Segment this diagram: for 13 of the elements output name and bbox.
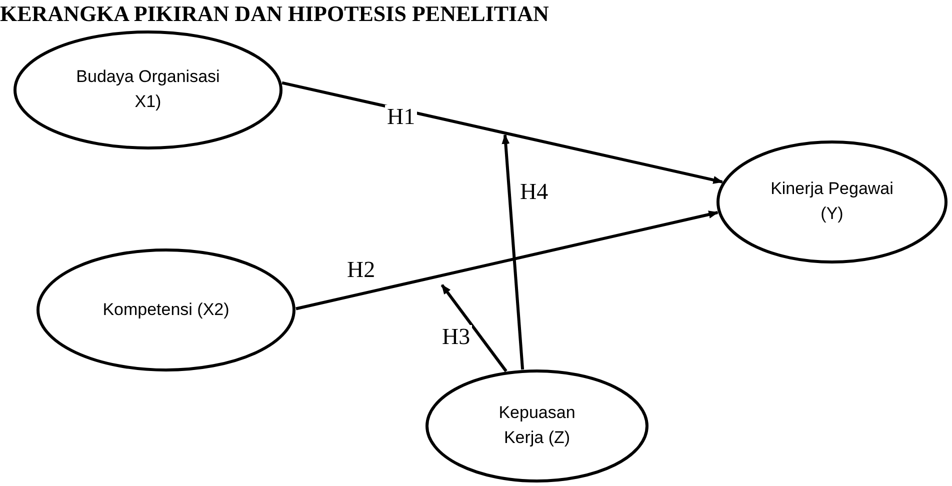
diagram-title: KERANGKA PIKIRAN DAN HIPOTESIS PENELITIAN <box>0 0 549 28</box>
ellipse-node <box>716 140 948 264</box>
node-label: Budaya Organisasi X1) <box>75 66 221 113</box>
arrow <box>296 210 719 310</box>
node-label: Kompetensi (X2) <box>102 298 230 321</box>
arrow <box>282 81 724 184</box>
ellipse-node <box>13 30 283 150</box>
arrow <box>502 134 524 370</box>
node-label: Kinerja Pegawai (Y) <box>770 178 894 225</box>
ellipse-node <box>425 369 649 483</box>
arrow <box>440 284 508 372</box>
ellipse-node <box>36 248 296 372</box>
node-label: Kepuasan Kerja (Z) <box>498 402 576 449</box>
